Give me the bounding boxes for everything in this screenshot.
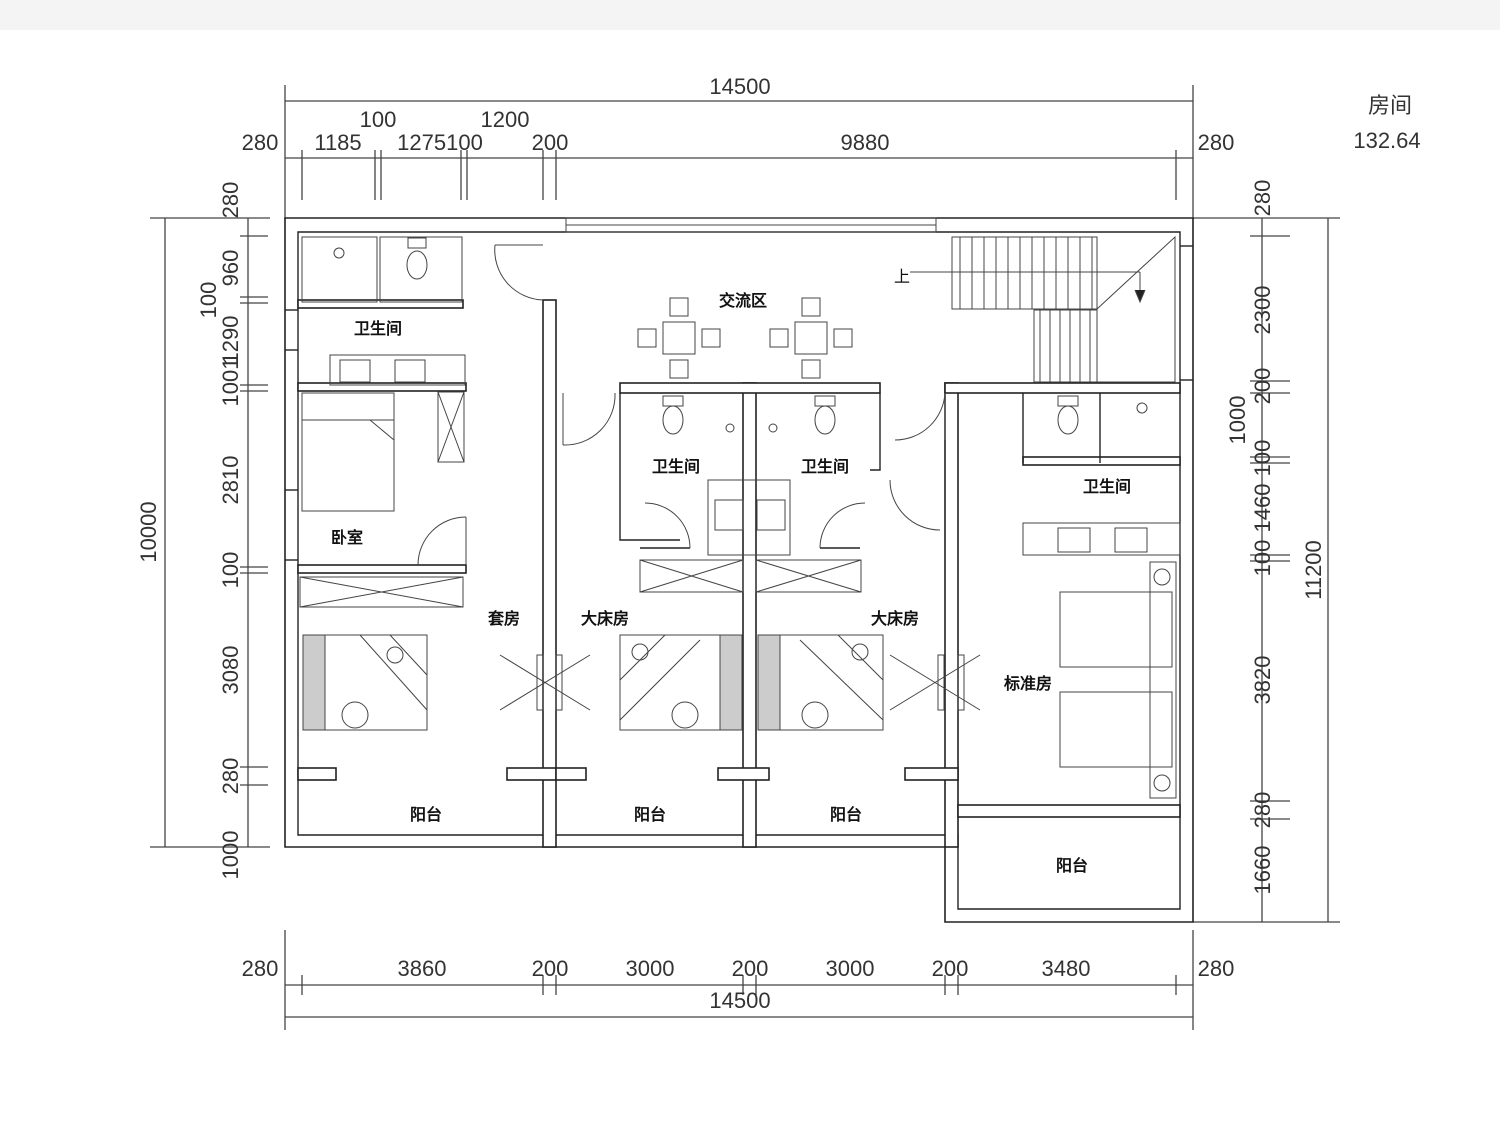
dim-left: 280 [218,182,243,219]
room-labels: 卫生间 交流区 卧室 卫生间 卫生间 卫生间 套房 大床房 大床房 标准房 阳台… [331,291,1131,875]
dim-left: 100 [218,552,243,589]
dim-bottom: 280 [1198,956,1235,981]
room-label-balcony: 阳台 [1056,856,1088,875]
room-label-suite: 套房 [487,609,520,628]
room-title: 房间 [1368,94,1412,119]
room-label-balcony: 阳台 [410,805,442,824]
dim-right: 280 [1250,180,1275,217]
dim-left: 280 [218,758,243,795]
dim-bottom: 200 [932,956,969,981]
room-label-bath-standard: 卫生间 [1083,477,1131,496]
dimension-texts-bottom: 280 3860 200 3000 200 3000 200 3480 280 … [242,956,1235,1013]
dim-top: 280 [1198,130,1235,155]
dim-top: 1200 [481,107,530,132]
room-label-lounge: 交流区 [719,291,767,310]
dimension-texts-top: 14500 280 1185 100 1275100 1200 200 9880… [242,74,1235,155]
dim-left: 3080 [218,646,243,695]
dim-bottom: 200 [732,956,769,981]
dim-right: 3820 [1250,656,1275,705]
dim-right: 100 [1250,440,1275,477]
wardrobes [299,391,862,608]
stair-up-label: 上 [894,267,910,286]
dim-left: 1001 [218,358,243,407]
dim-left-total: 10000 [136,501,161,562]
dim-top: 200 [532,130,569,155]
room-label-balcony: 阳台 [634,805,666,824]
dim-bottom-total: 14500 [709,988,770,1013]
top-bar [0,0,1500,30]
dim-right: 1460 [1250,484,1275,533]
dimension-lines [150,85,1340,1030]
dim-bottom: 3000 [826,956,875,981]
bathroom-fixtures [301,236,1181,556]
dim-bottom: 3000 [626,956,675,981]
dim-right: 280 [1250,792,1275,829]
dim-top: 100 [360,107,397,132]
furniture [301,297,1177,799]
room-label-bath-suite: 卫生间 [354,319,402,338]
dim-left: 100 [196,282,221,319]
walls [284,217,1194,923]
dim-right: 200 [1250,368,1275,405]
room-label-balcony: 阳台 [830,805,862,824]
dim-top: 9880 [841,130,890,155]
dim-bottom: 3860 [398,956,447,981]
dimension-texts-right: 11200 280 2300 200 1000 100 1460 100 382… [1225,180,1326,895]
staircase [910,235,1176,383]
room-label-bath-king1: 卫生间 [652,457,700,476]
dim-right: 100 [1250,540,1275,577]
doors [417,244,946,566]
room-area: 132.64 [1353,128,1420,153]
room-label-king1: 大床房 [581,609,629,628]
area-label: 房间 132.64 [1353,94,1420,153]
dim-left: 960 [218,250,243,287]
room-label-bath-king2: 卫生间 [801,457,849,476]
dim-right: 1660 [1250,846,1275,895]
dim-bottom: 3480 [1042,956,1091,981]
dim-bottom: 200 [532,956,569,981]
room-label-bedroom: 卧室 [331,528,363,547]
dim-top: 280 [242,130,279,155]
dim-top: 1275100 [397,130,483,155]
dim-left: 1290 [218,316,243,365]
room-label-king2: 大床房 [871,609,919,628]
dim-bottom: 280 [242,956,279,981]
dim-top: 1185 [314,130,361,155]
dim-right-total: 11200 [1301,540,1326,600]
dim-left: 2810 [218,456,243,505]
dim-right: 2300 [1250,286,1275,335]
room-label-standard: 标准房 [1003,674,1052,693]
dimension-texts-left: 10000 280 960 100 1290 1001 2810 100 308… [136,182,243,880]
dim-right: 1000 [1225,396,1250,445]
dim-top-total: 14500 [709,74,770,99]
dim-left: 1000 [218,831,243,880]
